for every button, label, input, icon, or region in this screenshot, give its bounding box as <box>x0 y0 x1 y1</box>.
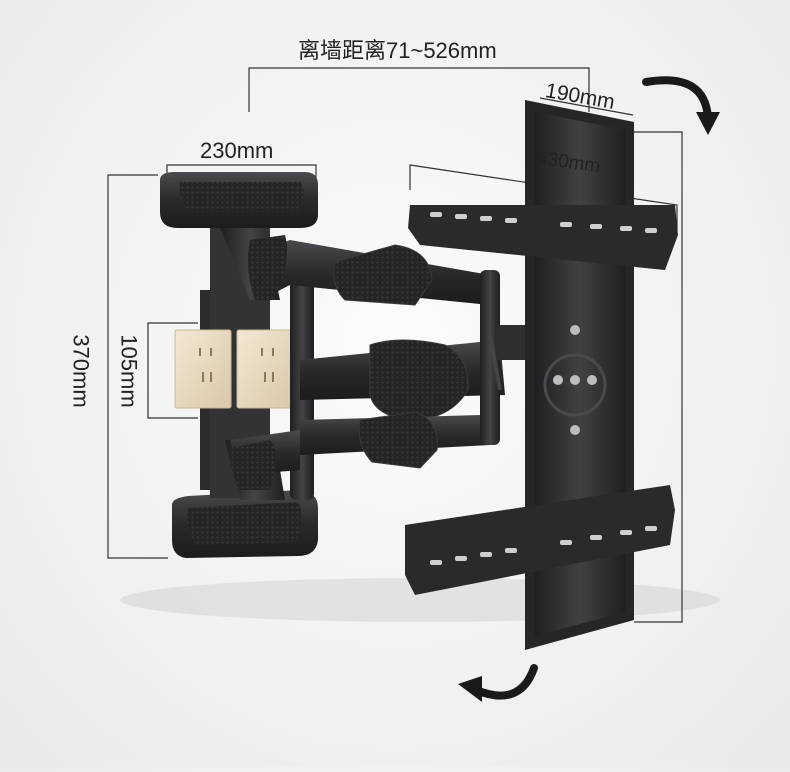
tv-mount-frame <box>405 100 678 650</box>
rotate-clockwise-arrow <box>642 76 720 135</box>
rotate-counterclockwise-arrow <box>458 664 538 702</box>
articulating-arms <box>230 235 525 500</box>
wall-plate-height-label: 370mm <box>68 334 94 408</box>
wall-plate-width-label: 230mm <box>200 138 274 163</box>
wall-outlets <box>174 329 294 409</box>
wall-distance-label: 离墙距离71~526mm <box>298 38 497 63</box>
outlet-gap-label: 105mm <box>116 334 142 408</box>
